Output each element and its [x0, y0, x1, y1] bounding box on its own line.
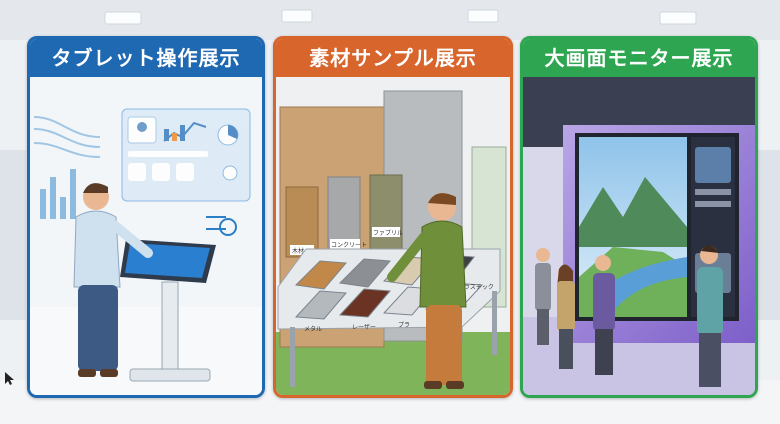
material-sample-panel: 素材サンプル展示 木材 コンクリート ファブリル メタル レーザー: [273, 36, 513, 398]
tablet-exhibit-illustration: [30, 77, 262, 395]
fabric-label: ファブリル: [373, 229, 403, 237]
large-monitor-illustration: [523, 77, 755, 395]
metal-label: メタル: [304, 325, 322, 333]
tablet-exhibit-panel: タブレット操作展示: [27, 36, 265, 398]
plastic-short-label: プラ: [398, 322, 410, 329]
large-monitor-title: 大画面モニター展示: [523, 39, 755, 77]
concrete-label: コンクリート: [331, 242, 367, 249]
leather-label: レーザー: [352, 324, 376, 331]
wood-label: 木材: [292, 247, 304, 255]
large-monitor-panel: 大画面モニター展示: [520, 36, 758, 398]
tablet-exhibit-title: タブレット操作展示: [30, 39, 262, 77]
mouse-cursor-icon: [5, 372, 14, 385]
material-sample-illustration: 木材 コンクリート ファブリル メタル レーザー プラ プラスチック: [276, 77, 510, 395]
plastic-label: プラスチック: [458, 284, 494, 291]
material-sample-title: 素材サンプル展示: [276, 39, 510, 77]
